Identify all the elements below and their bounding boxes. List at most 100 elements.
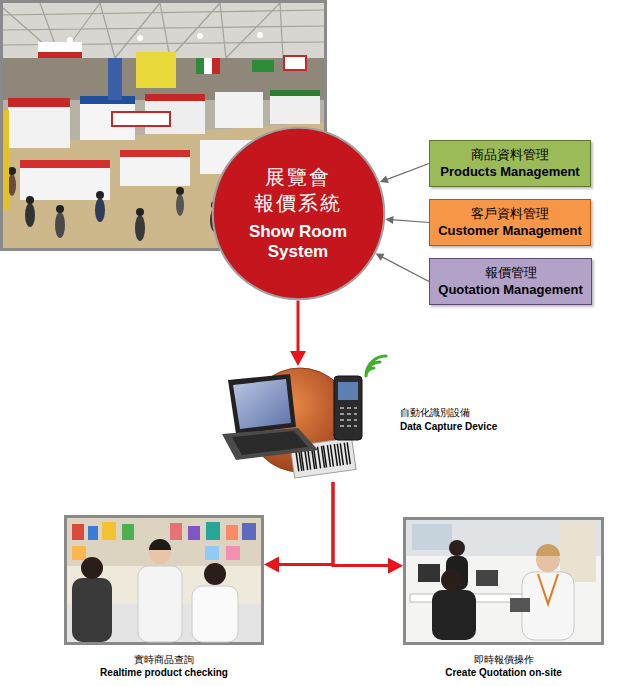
connector-arrow — [290, 301, 306, 367]
node-title: 即時報價操作 — [383, 653, 622, 666]
product-checking-photo-part — [170, 523, 182, 540]
product-checking-photo-part — [102, 522, 116, 540]
connector-line — [297, 301, 300, 356]
arrow-head — [385, 216, 393, 224]
text-holder: 客戶資料管理Customer Management — [429, 199, 591, 246]
connector-arrow — [380, 164, 429, 183]
exhibition-hall-photo-part — [136, 208, 144, 216]
node-title: 報價管理 — [485, 264, 537, 282]
exhibition-hall-photo-part — [8, 174, 16, 196]
product-checking-photo-part — [206, 522, 220, 540]
exhibition-hall-photo-part — [20, 160, 110, 168]
node-title: 自動化識別設備 — [400, 406, 497, 420]
exhibition-hall-photo-part — [20, 160, 110, 200]
node-subtitle: Show Room System — [233, 222, 363, 261]
exhibition-hall-photo-part — [176, 187, 184, 195]
quotation-on-site-photo-part — [538, 574, 558, 604]
system-circle: 展覽會 報價系統 Show Room System — [211, 126, 386, 301]
exhibition-hall-photo-part — [270, 90, 320, 96]
node-title: 實時商品查詢 — [44, 653, 284, 666]
data-capture-device-illustration-part — [366, 356, 386, 376]
exhibition-hall-photo-part — [120, 150, 190, 186]
text-holder: 即時報價操作Create Quotation on-site — [383, 653, 622, 679]
exhibition-hall-photo-part — [56, 205, 64, 213]
exhibition-hall-photo-part — [95, 198, 105, 222]
node-title: 展覽會 報價系統 — [250, 164, 346, 216]
data-capture-device-illustration-part — [338, 382, 358, 400]
arrow-head — [388, 558, 403, 574]
data-capture-device-illustration-part — [222, 428, 318, 460]
data-capture-device-illustration-part — [233, 379, 291, 429]
exhibition-hall-photo-part — [176, 194, 184, 216]
exhibition-hall-photo-part — [284, 56, 306, 70]
exhibition-hall-photo-part — [3, 3, 324, 58]
quotation-on-site-photo-part — [476, 570, 498, 586]
product-checking-photo-part — [205, 546, 219, 560]
quotation-on-site-photo — [405, 519, 603, 644]
product-checking-photo-part — [122, 524, 134, 540]
exhibition-hall-photo-part — [137, 35, 143, 41]
data-capture-device-illustration — [222, 356, 386, 478]
node-subtitle: Products Management — [440, 164, 579, 181]
device-node: 自動化識別設備Data Capture Device — [228, 366, 378, 482]
exhibition-hall-photo-part — [257, 32, 263, 38]
product-checking-photo-part — [204, 563, 226, 585]
data-capture-device-illustration-part — [232, 431, 308, 455]
quotation-on-site-photo-part — [412, 524, 452, 550]
connector-line — [385, 164, 429, 181]
exhibition-hall-photo-part — [212, 58, 220, 74]
connector-arrow — [264, 482, 333, 572]
product-checking-photo-part — [88, 526, 98, 540]
exhibition-hall-photo-part — [3, 3, 324, 58]
exhibition-hall-photo-part — [55, 212, 65, 238]
data-capture-device-illustration-part — [334, 376, 362, 440]
text-holder: 展覽會 報價系統 Show Room System — [211, 126, 386, 301]
product-checking-photo-part — [72, 524, 84, 540]
circle-shape — [212, 127, 384, 299]
quotation-on-site-photo-part — [432, 590, 476, 640]
text-holder: 自動化識別設備Data Capture Device — [400, 406, 497, 433]
node-subtitle: Realtime product checking — [44, 666, 284, 679]
photo-node: 即時報價操作Create Quotation on-site — [403, 517, 604, 645]
product-checking-photo-part — [188, 526, 200, 540]
node-subtitle: Data Capture Device — [400, 420, 497, 433]
data-capture-device-illustration-part — [228, 374, 296, 434]
product-checking-photo-part — [66, 517, 263, 644]
exhibition-hall-photo-part — [145, 94, 205, 101]
exhibition-hall-photo-part — [120, 150, 190, 157]
arrow-head — [380, 176, 389, 183]
exhibition-hall-photo-part — [26, 196, 34, 204]
product-checking-photo-part — [149, 539, 171, 550]
connector-line — [391, 220, 429, 223]
connector-arrow — [376, 254, 429, 282]
exhibition-hall-photo-part — [136, 52, 176, 88]
arrow-head — [290, 351, 306, 366]
product-checking-photo-part — [72, 546, 86, 560]
product-checking-photo-part — [81, 557, 103, 579]
photo-node: 實時商品查詢Realtime product checking — [64, 515, 264, 645]
exhibition-hall-photo-part — [215, 92, 263, 128]
node-subtitle: Create Quotation on-site — [383, 666, 622, 679]
exhibition-hall-photo-part — [96, 191, 104, 199]
quotation-on-site-photo-part — [441, 569, 463, 591]
data-capture-device-illustration-part — [340, 408, 357, 426]
text-holder: 實時商品查詢Realtime product checking — [44, 653, 284, 679]
product-checking-photo-part — [242, 523, 256, 540]
exhibition-hall-photo-part — [135, 215, 145, 241]
exhibition-hall-photo-part — [80, 96, 135, 104]
connector-arrow — [333, 482, 403, 574]
connector-line — [333, 482, 393, 566]
product-checking-photo — [66, 517, 263, 644]
product-checking-photo-part — [226, 525, 238, 540]
connector-line — [381, 256, 430, 281]
exhibition-hall-photo-part — [8, 98, 70, 107]
quotation-on-site-photo-part — [405, 519, 603, 644]
exhibition-hall-photo-part — [197, 33, 203, 39]
text-holder: 報價管理Quotation Management — [429, 258, 592, 305]
node-subtitle: Customer Management — [438, 223, 582, 240]
node-title: 客戶資料管理 — [471, 205, 549, 223]
product-checking-photo-part — [192, 586, 238, 642]
